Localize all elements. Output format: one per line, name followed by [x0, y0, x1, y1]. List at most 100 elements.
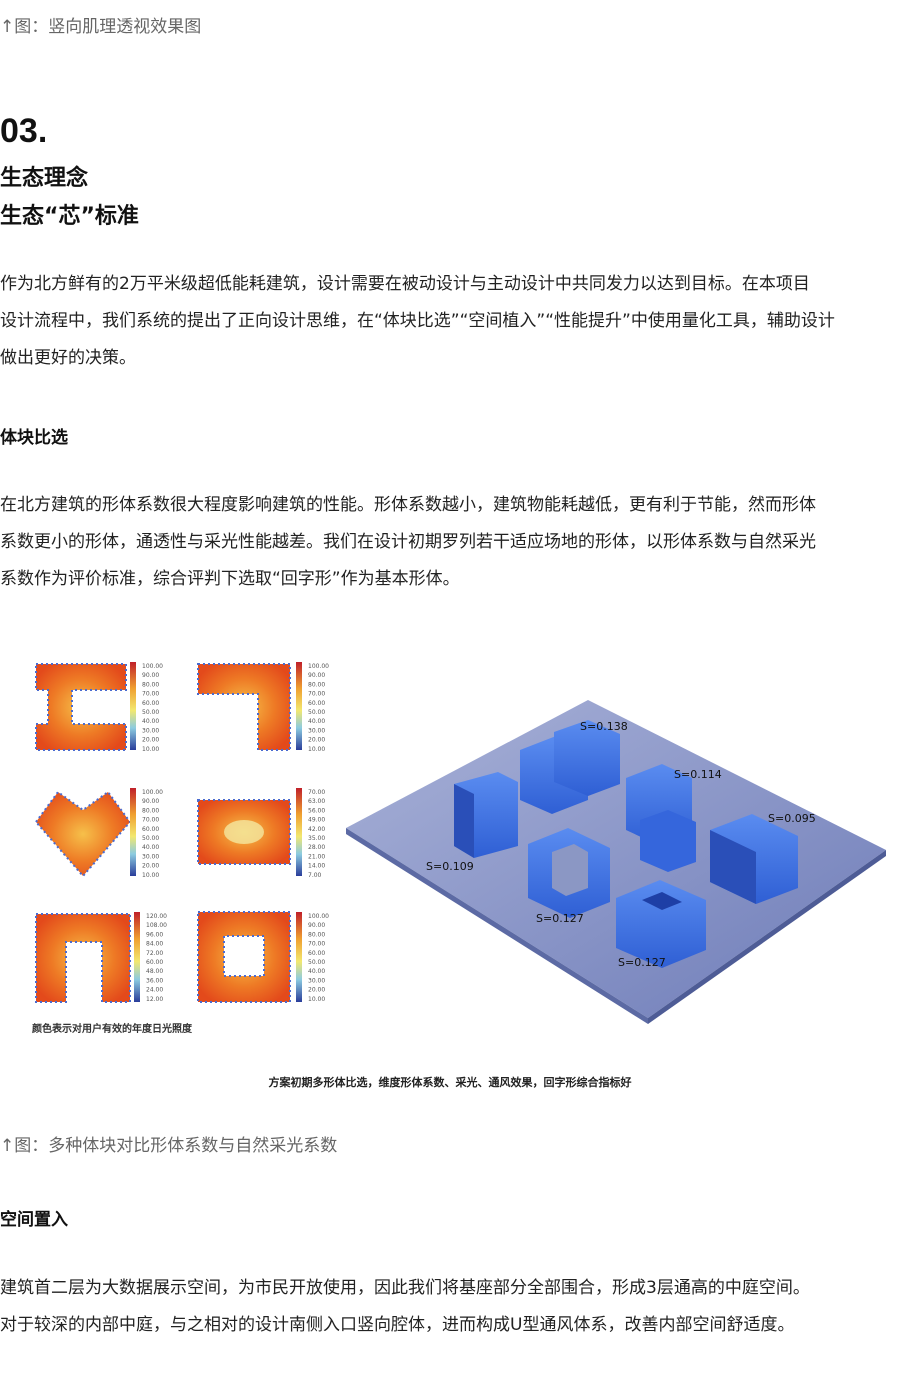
building-stepped: [626, 764, 696, 872]
heatmap-5: [35, 912, 140, 1003]
legend-tick-label: 50.00: [308, 709, 325, 716]
legend-tick-label: 7.00: [308, 872, 322, 879]
legend-tick-label: 100.00: [308, 913, 329, 920]
shape-label-5: S=0.127: [536, 912, 584, 925]
legend-tick-label: 40.00: [142, 718, 159, 725]
space-line: 对于较深的内部中庭，与之相对的设计南侧入口竖向腔体，进而构成U型通风体系，改善内…: [0, 1315, 795, 1335]
legend-tick-label: 42.00: [308, 826, 325, 833]
legend-tick-label: 21.00: [308, 853, 325, 860]
legend-tick-label: 84.00: [146, 941, 163, 948]
building-ring: [616, 880, 706, 968]
legend-tick-label: 20.00: [142, 863, 159, 870]
legend-tick-label: 30.00: [308, 727, 325, 734]
legend-tick-label: 20.00: [142, 737, 159, 744]
legend-tick-label: 36.00: [146, 977, 163, 984]
legend-tick-label: 30.00: [308, 977, 325, 984]
massing-comparison-figure: 100.00 90.00 80.00 70.00 60.00 50.00 40.00 30.0…: [28, 650, 888, 1050]
block-paragraph: 在北方建筑的形体系数很大程度影响建筑的性能。形体系数越小，建筑物能耗越低，更有利…: [0, 487, 900, 598]
section-number: 03.: [0, 112, 48, 150]
heatmap-2: [197, 662, 302, 751]
legend-tick-label: 12.00: [146, 996, 163, 1003]
legend-tick-label: 70.00: [308, 789, 325, 796]
legend-tick-label: 14.00: [308, 863, 325, 870]
legend-tick-label: 80.00: [308, 681, 325, 688]
intro-line: 做出更好的决策。: [0, 348, 136, 368]
legend-tick-label: 10.00: [142, 872, 159, 879]
legend-tick-label: 90.00: [142, 672, 159, 679]
shape-label-1: S=0.138: [580, 720, 628, 733]
legend-labels: 100.00 90.00 80.00 70.00 60.00 50.00 40.00 30.0…: [142, 663, 329, 1003]
legend-tick-label: 96.00: [146, 931, 163, 938]
legend-tick-label: 48.00: [146, 968, 163, 975]
legend-tick-label: 80.00: [142, 681, 159, 688]
legend-tick-label: 70.00: [308, 941, 325, 948]
legend-tick-label: 100.00: [142, 789, 163, 796]
section-title: 生态理念: [0, 166, 89, 191]
legend-tick-label: 30.00: [142, 853, 159, 860]
shape-label-4: S=0.109: [426, 860, 474, 873]
intro-line: 作为北方鲜有的2万平米级超低能耗建筑，设计需要在被动设计与主动设计中共同发力以达…: [0, 274, 810, 294]
figure-caption-top: ↑图：竖向肌理透视效果图: [0, 17, 202, 37]
legend-tick-label: 40.00: [308, 718, 325, 725]
block-heading: 体块比选: [0, 428, 68, 448]
legend-tick-label: 10.00: [308, 996, 325, 1003]
legend-tick-label: 80.00: [142, 807, 159, 814]
massing-figure-graphic: 100.00 90.00 80.00 70.00 60.00 50.00 40.00 30.0…: [34, 662, 886, 1024]
figure-caption-bottom: ↑图：多种体块对比形体系数与自然采光系数: [0, 1136, 338, 1156]
legend-tick-label: 30.00: [142, 727, 159, 734]
legend-tick-label: 60.00: [308, 700, 325, 707]
legend-tick-label: 49.00: [308, 817, 325, 824]
legend-tick-label: 35.00: [308, 835, 325, 842]
legend-tick-label: 100.00: [308, 663, 329, 670]
legend-tick-label: 60.00: [142, 826, 159, 833]
intro-line: 设计流程中，我们系统的提出了正向设计思维，在“体块比选”“空间植入”“性能提升”…: [0, 311, 835, 331]
legend-tick-label: 50.00: [142, 835, 159, 842]
block-line: 系数作为评价标准，综合评判下选取“回字形”作为基本形体。: [0, 569, 460, 589]
legend-tick-label: 50.00: [308, 959, 325, 966]
space-heading: 空间置入: [0, 1210, 68, 1230]
shape-label-6: S=0.127: [618, 956, 666, 969]
legend-tick-label: 80.00: [308, 931, 325, 938]
legend-tick-label: 28.00: [308, 844, 325, 851]
building-u: [528, 828, 610, 918]
legend-tick-label: 72.00: [146, 950, 163, 957]
legend-tick-label: 90.00: [308, 672, 325, 679]
legend-tick-label: 20.00: [308, 737, 325, 744]
block-line: 在北方建筑的形体系数很大程度影响建筑的性能。形体系数越小，建筑物能耗越低，更有利…: [0, 495, 816, 515]
legend-tick-label: 108.00: [146, 922, 167, 929]
heatmap-6: [197, 911, 302, 1003]
legend-tick-label: 24.00: [146, 987, 163, 994]
heatmap-1: [35, 662, 136, 751]
block-line: 系数更小的形体，通透性与采光性能越差。我们在设计初期罗列若干适应场地的形体，以形…: [0, 532, 816, 552]
space-line: 建筑首二层为大数据展示空间，为市民开放使用，因此我们将基座部分全部围合，形成3层…: [0, 1278, 810, 1298]
legend-tick-label: 20.00: [308, 987, 325, 994]
legend-tick-label: 56.00: [308, 807, 325, 814]
legend-tick-label: 60.00: [142, 700, 159, 707]
building-l: [454, 772, 518, 858]
massing-buildings: [454, 720, 798, 968]
legend-tick-label: 90.00: [142, 798, 159, 805]
legend-tick-label: 100.00: [142, 663, 163, 670]
legend-tick-label: 120.00: [146, 913, 167, 920]
legend-tick-label: 70.00: [142, 817, 159, 824]
shape-label-3: S=0.095: [768, 812, 816, 825]
legend-tick-label: 40.00: [142, 844, 159, 851]
legend-tick-label: 63.00: [308, 798, 325, 805]
legend-tick-label: 70.00: [142, 691, 159, 698]
heatmap-4: [197, 788, 302, 876]
legend-tick-label: 70.00: [308, 691, 325, 698]
figure-inner-caption: 方案初期多形体比选，维度形体系数、采光、通风效果，回字形综合指标好: [268, 1076, 632, 1089]
heatmap-3: [34, 788, 136, 878]
legend-tick-label: 90.00: [308, 922, 325, 929]
legend-tick-label: 60.00: [308, 950, 325, 957]
section-subtitle: 生态“芯”标准: [0, 204, 139, 229]
building-block: [710, 814, 798, 904]
legend-tick-label: 50.00: [142, 709, 159, 716]
legend-tick-label: 10.00: [142, 746, 159, 753]
space-paragraph: 建筑首二层为大数据展示空间，为市民开放使用，因此我们将基座部分全部围合，形成3层…: [0, 1270, 900, 1344]
intro-paragraph: 作为北方鲜有的2万平米级超低能耗建筑，设计需要在被动设计与主动设计中共同发力以达…: [0, 266, 900, 377]
heatmap-note: 颜色表示对用户有效的年度日光照度: [32, 1024, 192, 1035]
legend-tick-label: 60.00: [146, 959, 163, 966]
legend-tick-label: 10.00: [308, 746, 325, 753]
shape-label-2: S=0.114: [674, 768, 722, 781]
